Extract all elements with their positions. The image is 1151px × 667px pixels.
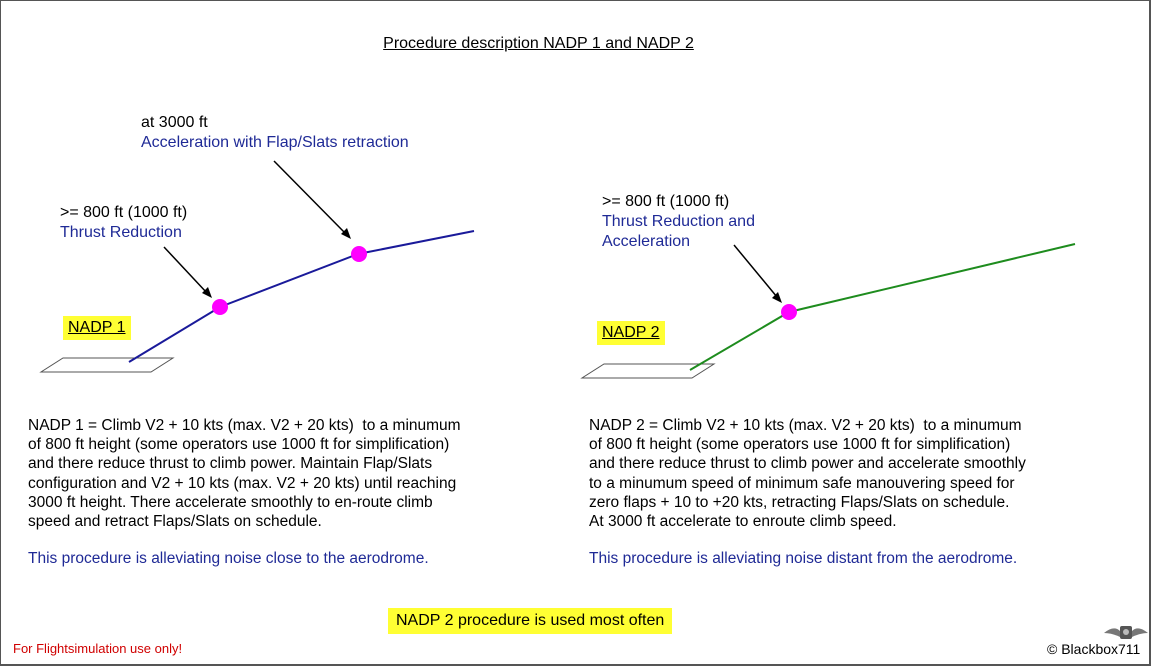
- footer-warning: For Flightsimulation use only!: [13, 641, 183, 656]
- nadp2-note: This procedure is alleviating noise dist…: [589, 550, 1018, 567]
- nadp2-altitude: >= 800 ft (1000 ft): [602, 193, 730, 210]
- nadp1-description: NADP 1 = Climb V2 + 10 kts (max. V2 + 20…: [28, 417, 461, 531]
- nadp1-low-action: Thrust Reduction: [60, 224, 182, 241]
- nadp2-tag: NADP 2: [597, 321, 665, 345]
- nadp2-arrowhead: [772, 292, 782, 303]
- nadp1-tag: NADP 1: [63, 316, 131, 340]
- nadp1-accel-point: [351, 246, 367, 262]
- nadp1-thrust-arrowhead: [202, 287, 212, 298]
- nadp1-accel-arrowhead: [341, 228, 351, 239]
- nadp1-high-altitude: at 3000 ft: [141, 114, 208, 131]
- nadp2-runway: [580, 363, 716, 379]
- nadp1-thrust-point: [212, 299, 228, 315]
- nadp1-accel-arrow: [273, 160, 347, 235]
- nadp1-low-label: >= 800 ft (1000 ft) Thrust Reduction: [60, 203, 187, 243]
- nadp2-description: NADP 2 = Climb V2 + 10 kts (max. V2 + 20…: [589, 417, 1026, 531]
- nadp1-high-action: Acceleration with Flap/Slats retraction: [141, 134, 409, 151]
- nadp1-high-label: at 3000 ft Acceleration with Flap/Slats …: [141, 113, 409, 153]
- footer-copyright: © Blackbox711: [1047, 641, 1141, 657]
- nadp2-point-label: >= 800 ft (1000 ft) Thrust Reduction and…: [602, 192, 755, 252]
- nadp1-note: This procedure is alleviating noise clos…: [28, 550, 429, 567]
- nadp1-thrust-arrow: [163, 246, 208, 294]
- nadp1-low-altitude: >= 800 ft (1000 ft): [60, 204, 188, 221]
- nadp2-arrow: [733, 244, 778, 298]
- blackbox-wings-logo-icon: [1104, 626, 1148, 639]
- nadp2-climb-path: [689, 243, 1076, 371]
- nadp2-action-line1: Thrust Reduction and: [602, 213, 755, 230]
- nadp1-climb-path: [128, 230, 475, 363]
- nadp2-action-line2: Acceleration: [602, 233, 691, 250]
- nadp1-runway: [39, 357, 175, 373]
- bottom-highlight-note: NADP 2 procedure is used most often: [388, 608, 673, 634]
- nadp2-point: [781, 304, 797, 320]
- page-title: Procedure description NADP 1 and NADP 2: [383, 35, 694, 52]
